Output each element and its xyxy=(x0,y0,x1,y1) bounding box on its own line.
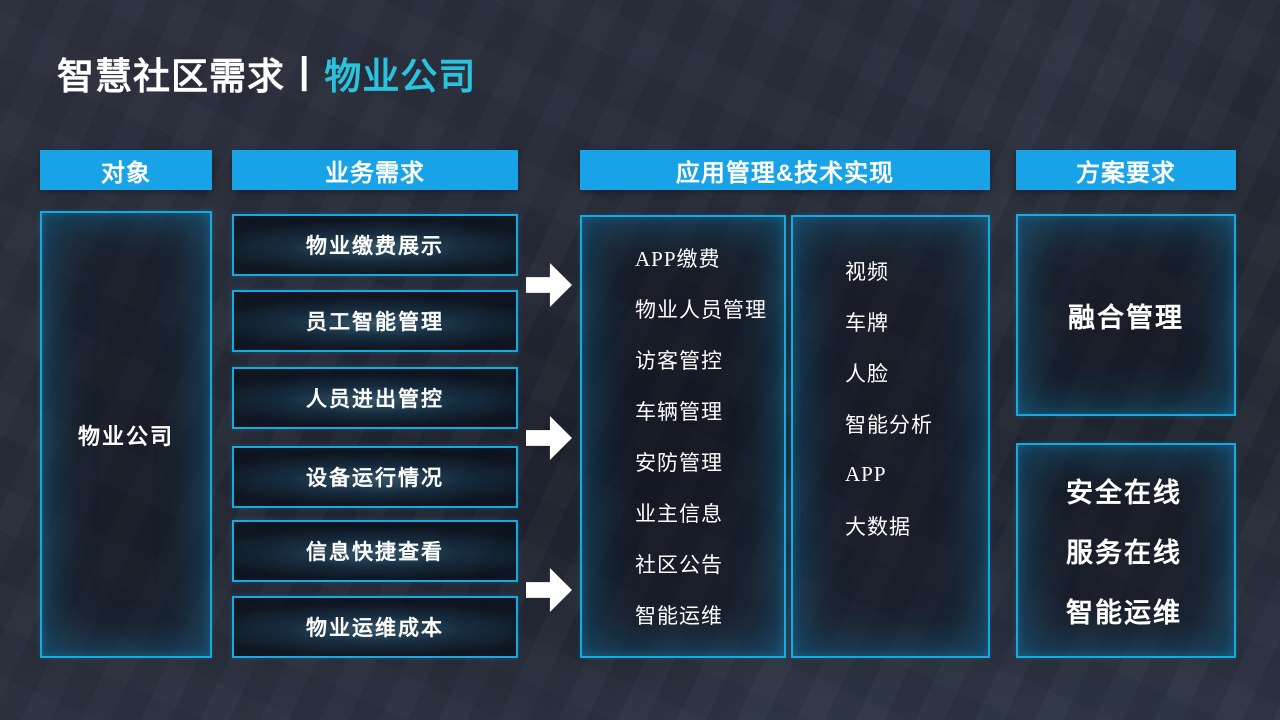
requirement-box: 物业运维成本 xyxy=(232,596,518,658)
objects-panel xyxy=(40,211,212,658)
technology-item: 视频 xyxy=(845,259,889,284)
application-item: APP缴费 xyxy=(635,246,721,271)
technology-item: 智能分析 xyxy=(845,412,933,437)
technology-item: 人脸 xyxy=(845,361,889,386)
application-item: 智能运维 xyxy=(635,603,723,628)
application-item: 车辆管理 xyxy=(635,399,723,424)
technology-item: 大数据 xyxy=(845,514,911,539)
requirement-box: 设备运行情况 xyxy=(232,446,518,508)
solution-panel-1 xyxy=(1016,214,1236,416)
title-highlight: 物业公司 xyxy=(324,56,477,97)
technology-list: 视频 车牌 人脸 智能分析 APP 大数据 xyxy=(845,245,985,551)
technology-panel xyxy=(791,215,990,658)
objects-panel-label: 物业公司 xyxy=(77,423,174,449)
header-applications: 应用管理&技术实现 xyxy=(580,150,990,190)
solution-item: 安全在线 xyxy=(1066,478,1182,508)
application-item: 访客管控 xyxy=(635,348,723,373)
arrow-right-icon xyxy=(526,416,572,460)
header-requirements: 业务需求 xyxy=(232,150,518,190)
solution-list: 安全在线 服务在线 智能运维 xyxy=(1066,458,1226,643)
technology-item: APP xyxy=(845,462,887,486)
header-solution: 方案要求 xyxy=(1016,150,1236,190)
title-prefix: 智慧社区需求 xyxy=(57,56,285,97)
solution-panel-2 xyxy=(1016,443,1236,658)
page-title: 智慧社区需求 | 物业公司 xyxy=(57,46,476,100)
application-item: 业主信息 xyxy=(635,501,723,526)
application-item: 社区公告 xyxy=(635,552,723,577)
requirement-box: 人员进出管控 xyxy=(232,367,518,429)
requirement-box: 员工智能管理 xyxy=(232,290,518,352)
requirement-box: 信息快捷查看 xyxy=(232,520,518,582)
requirement-box: 物业缴费展示 xyxy=(232,214,518,276)
solution-panel-1-label: 融合管理 xyxy=(1068,302,1184,333)
header-objects: 对象 xyxy=(40,150,212,190)
application-item: 安防管理 xyxy=(635,450,723,475)
solution-item: 智能运维 xyxy=(1066,598,1182,628)
arrow-right-icon xyxy=(526,263,572,307)
solution-item: 服务在线 xyxy=(1066,538,1182,568)
application-list: APP缴费 物业人员管理 访客管控 车辆管理 安防管理 业主信息 社区公告 智能… xyxy=(635,232,785,640)
technology-item: 车牌 xyxy=(845,310,889,335)
application-panel xyxy=(580,215,786,658)
arrow-right-icon xyxy=(526,568,572,612)
title-separator: | xyxy=(299,50,311,91)
application-item: 物业人员管理 xyxy=(635,297,767,322)
